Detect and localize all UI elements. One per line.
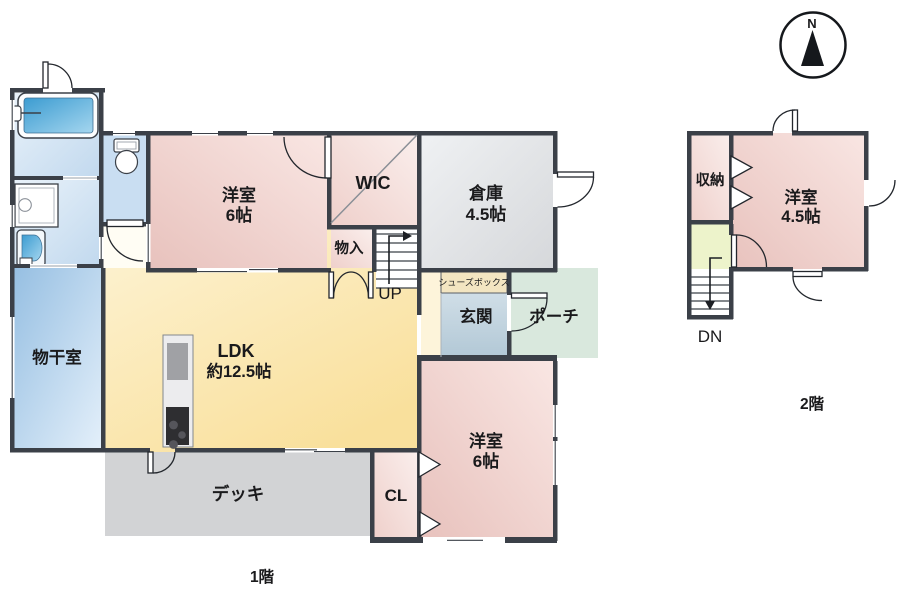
label-deck: デッキ bbox=[212, 484, 265, 504]
door-front-entrance bbox=[510, 292, 548, 332]
label-porch: ポーチ bbox=[529, 306, 579, 326]
room-storage bbox=[421, 135, 553, 268]
door-2f-right bbox=[868, 179, 896, 207]
room-entrance bbox=[441, 293, 507, 357]
label-storage-size: 4.5帖 bbox=[466, 204, 507, 224]
compass-north-label: N bbox=[807, 16, 816, 31]
slider-2f-top bbox=[730, 154, 754, 181]
label-storage-2f: 収納 bbox=[696, 171, 725, 189]
compass: N bbox=[779, 11, 847, 79]
room-hallway bbox=[103, 226, 146, 268]
washbasin-icon bbox=[14, 183, 59, 228]
label-bedroom-2f-size: 4.5帖 bbox=[781, 206, 821, 226]
kitchen-icon bbox=[162, 334, 194, 449]
room-hall-strip bbox=[421, 268, 441, 357]
door-bathroom-exterior bbox=[42, 61, 73, 89]
room-storage-2f bbox=[689, 133, 731, 222]
room-closet-cl bbox=[374, 452, 417, 537]
label-drying-room: 物干室 bbox=[32, 347, 82, 367]
wic-diagonal-line bbox=[330, 134, 418, 224]
door-2f-bottom bbox=[792, 270, 823, 302]
floor2-rooms bbox=[689, 133, 866, 317]
stairs-up-1f bbox=[376, 231, 417, 289]
label-floor1: 1階 bbox=[250, 568, 275, 586]
door-closet-double bbox=[328, 271, 374, 299]
label-bedroom-2f-name: 洋室 bbox=[785, 187, 818, 207]
label-closet-small: 物入 bbox=[335, 239, 364, 257]
label-ldk-size: 約12.5帖 bbox=[206, 361, 272, 381]
label-wic: WIC bbox=[356, 173, 391, 193]
doors bbox=[42, 61, 896, 474]
room-closet-small bbox=[331, 229, 372, 268]
door-storage-window bbox=[556, 171, 595, 208]
label-bedroom-top-size: 6帖 bbox=[226, 205, 252, 225]
stairs-down-2f bbox=[691, 257, 729, 310]
down-arrow-icon bbox=[705, 301, 715, 310]
room-bedroom-bottom bbox=[421, 361, 553, 537]
label-bedroom-top-name: 洋室 bbox=[222, 185, 256, 205]
label-bedroom-bottom-size: 6帖 bbox=[473, 451, 499, 471]
label-dn: DN bbox=[698, 327, 723, 346]
label-cl: CL bbox=[385, 486, 408, 505]
slider-cl-bottom bbox=[419, 510, 442, 538]
labels-2f: 収納 洋室 4.5帖 DN 2階 bbox=[696, 171, 825, 413]
door-toilet bbox=[106, 219, 144, 262]
window-sashes bbox=[11, 100, 556, 541]
label-entrance: 玄関 bbox=[460, 306, 493, 326]
room-drying bbox=[14, 268, 101, 448]
label-ldk-name: LDK bbox=[218, 341, 255, 361]
room-bedroom-top bbox=[150, 135, 327, 268]
label-shoe-box: シューズボックス bbox=[438, 277, 509, 288]
room-bedroom-2f bbox=[731, 133, 866, 269]
door-2f-top bbox=[772, 109, 799, 132]
washing-machine-icon bbox=[16, 229, 46, 268]
opening-lines bbox=[30, 177, 97, 267]
bathtub-icon bbox=[11, 92, 99, 139]
sliding-door-markers bbox=[418, 154, 754, 538]
slider-cl-top bbox=[418, 450, 442, 479]
label-storage-name: 倉庫 bbox=[468, 183, 503, 203]
walls-1f bbox=[10, 88, 558, 543]
slider-2f-bottom bbox=[730, 184, 754, 211]
north-needle-icon bbox=[801, 30, 824, 66]
label-up: UP bbox=[378, 284, 402, 303]
room-stairs-up bbox=[376, 229, 417, 288]
label-bedroom-bottom-name: 洋室 bbox=[469, 431, 503, 451]
toilet-icon bbox=[113, 138, 140, 175]
labels-1f: 洋室 6帖 WIC 倉庫 4.5帖 物入 UP シューズボックス 玄関 ポーチ … bbox=[32, 173, 579, 586]
door-bedroom-top bbox=[283, 136, 332, 179]
room-porch bbox=[511, 268, 598, 358]
up-arrow-icon bbox=[403, 231, 412, 241]
label-floor2: 2階 bbox=[800, 395, 825, 413]
door-ldk-deck bbox=[147, 451, 176, 474]
door-2f-landing bbox=[730, 234, 768, 268]
